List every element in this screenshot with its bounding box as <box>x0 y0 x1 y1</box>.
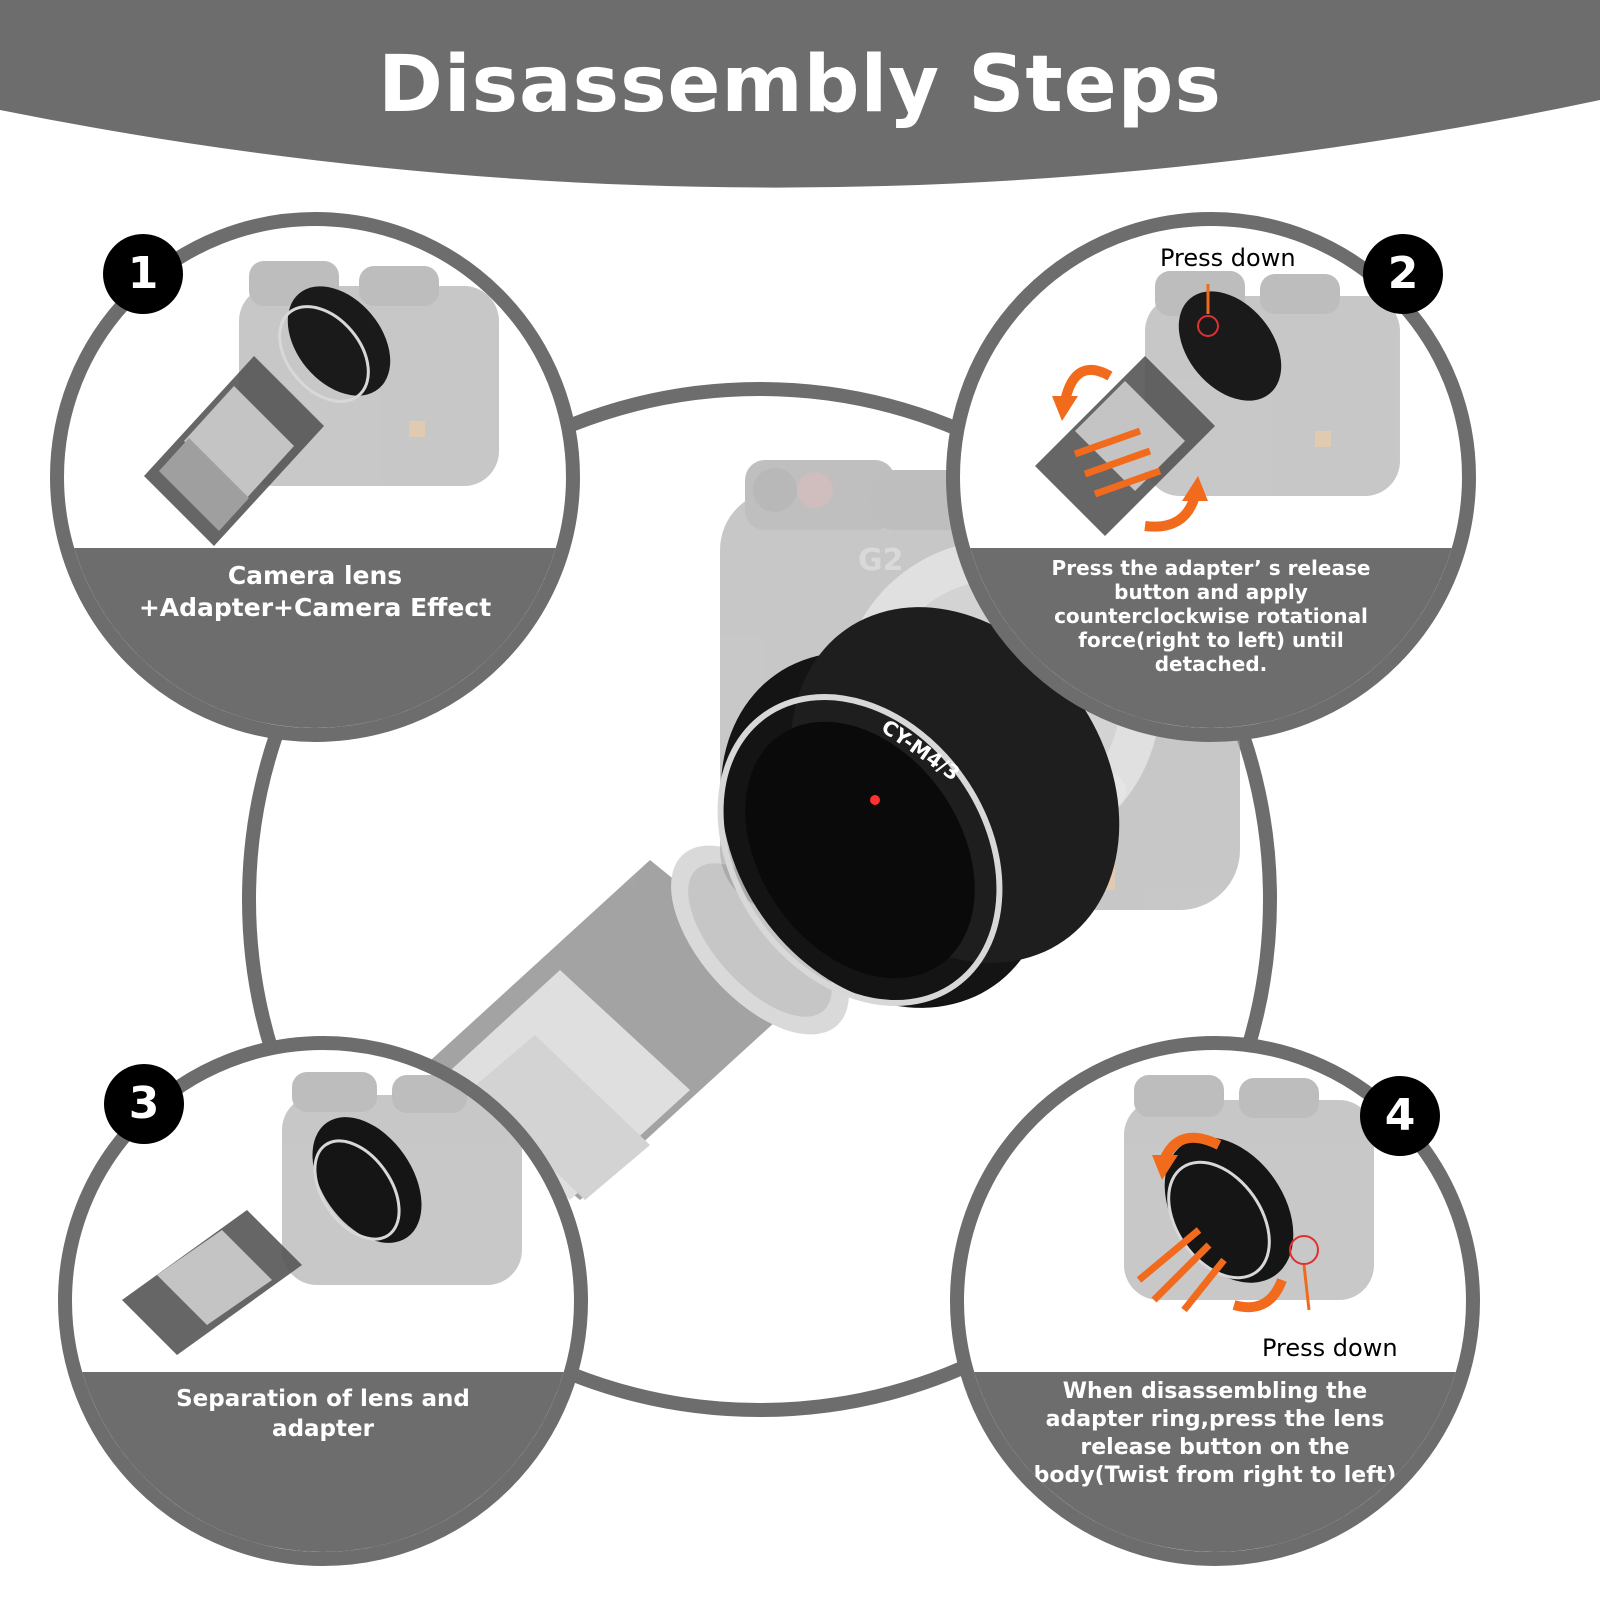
step-3-badge: 3 <box>104 1064 184 1144</box>
press-indicator-icon-2 <box>1289 1235 1319 1265</box>
title-banner: Disassembly Steps <box>0 0 1600 200</box>
page-title: Disassembly Steps <box>378 40 1222 130</box>
step-4-press-down-label: Press down <box>1262 1334 1398 1362</box>
step-3-caption: Separation of lens and adapter <box>176 1386 470 1442</box>
step-1-caption-band: Camera lens +Adapter+Camera Effect <box>64 548 566 728</box>
rotate-arrow-icon <box>1060 364 1113 403</box>
step-3-illustration <box>122 1072 522 1355</box>
banner-shape <box>0 0 1600 188</box>
pull-arrow-icon <box>1073 427 1162 498</box>
step-4-caption: When disassembling the adapter ring,pres… <box>1033 1379 1397 1488</box>
rotate-arrow-icon-4 <box>1232 1278 1287 1313</box>
step-4-caption-band: When disassembling the adapter ring,pres… <box>964 1372 1466 1552</box>
step-4-panel: When disassembling the adapter ring,pres… <box>950 1036 1480 1566</box>
step-2-caption-band: Press the adapter’ s release button and … <box>960 548 1462 728</box>
press-indicator-icon <box>1197 315 1219 337</box>
rotate-arrow-icon-2 <box>1144 494 1200 532</box>
rotate-arrow-icon-3 <box>1159 1132 1222 1163</box>
step-4-illustration <box>1124 1075 1374 1313</box>
step-2-caption: Press the adapter’ s release button and … <box>1051 556 1371 676</box>
step-1-badge: 1 <box>103 234 183 314</box>
step-1-panel: Camera lens +Adapter+Camera Effect <box>50 212 580 742</box>
press-arrow-icon-2 <box>1302 1264 1311 1311</box>
step-2-badge: 2 <box>1363 234 1443 314</box>
step-1-caption: Camera lens +Adapter+Camera Effect <box>138 561 492 622</box>
pull-arrow-icon-2 <box>1136 1227 1227 1313</box>
step-4-badge: 4 <box>1360 1076 1440 1156</box>
step-2-press-down-label: Press down <box>1160 244 1296 272</box>
step-1-illustration <box>144 261 499 546</box>
step-3-caption-band: Separation of lens and adapter <box>72 1372 574 1552</box>
step-2-illustration <box>1035 271 1400 536</box>
